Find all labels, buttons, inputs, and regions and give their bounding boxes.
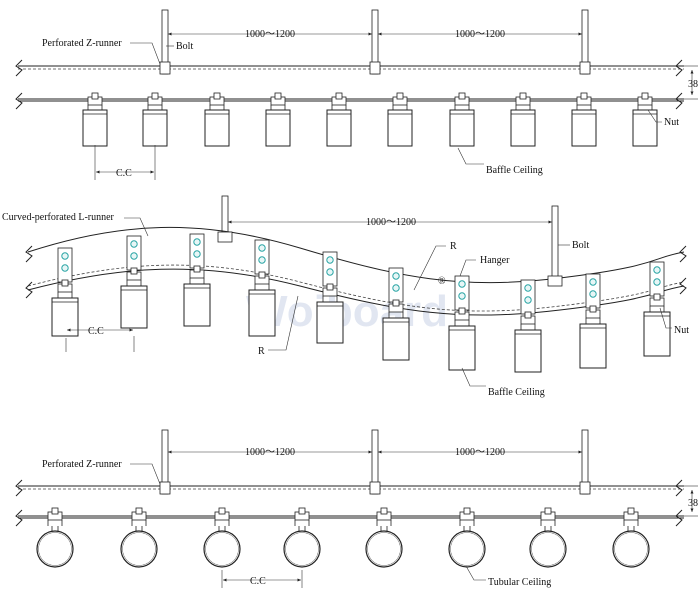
span-dimension: 1000～1200	[366, 217, 416, 228]
span-dimension-2: 1000～1200	[455, 29, 505, 40]
baffle-panel	[632, 92, 658, 147]
baffle-panel	[510, 92, 536, 147]
cc-dimension: C.C	[88, 326, 104, 337]
span-dimension-1: 1000～1200	[245, 447, 295, 458]
tube-section	[529, 507, 567, 568]
ceiling-label: Tubular Ceiling	[488, 577, 551, 588]
tube-section	[203, 507, 241, 568]
cc-dimension: C.C	[116, 168, 132, 179]
baffle-panel	[51, 247, 79, 337]
nut-label: Nut	[664, 117, 679, 128]
baffle-panel	[183, 233, 211, 327]
tube-section	[448, 507, 486, 568]
baffle-panel	[204, 92, 230, 147]
baffle-panel	[265, 92, 291, 147]
watermark-registered-mark: ®	[438, 276, 446, 287]
baffle-panels-row-1	[82, 92, 658, 147]
runner-label: Perforated Z-runner	[42, 38, 122, 49]
radius-label-top: R	[450, 241, 457, 252]
bolt-label: Bolt	[176, 41, 193, 52]
baffle-panel	[316, 251, 344, 344]
cc-dimension: C.C	[250, 576, 266, 587]
section-3-tubular-ceiling: 1000～1200 1000～1200 38 Perforated Z-runn…	[15, 429, 698, 588]
section-1-baffle-z-runner: 1000～1200 1000～1200 38 Perforated Z-runn…	[15, 9, 698, 180]
height-dimension: 38	[688, 498, 698, 509]
baffle-panel	[643, 261, 671, 357]
span-dimension-1: 1000～1200	[245, 29, 295, 40]
height-dimension: 38	[688, 79, 698, 90]
baffle-panel	[120, 235, 148, 329]
span-dimension-2: 1000～1200	[455, 447, 505, 458]
baffle-panel	[514, 279, 542, 373]
baffle-panel	[82, 92, 108, 147]
baffle-panels-row-2	[51, 231, 671, 373]
tube-section	[36, 507, 74, 568]
runner-label: Perforated Z-runner	[42, 459, 122, 470]
baffle-panel	[448, 275, 476, 371]
baffle-panel	[571, 92, 597, 147]
baffle-panel	[142, 92, 168, 147]
baffle-panel	[248, 239, 276, 337]
baffle-panel	[579, 273, 607, 369]
ceiling-label: Baffle Ceiling	[486, 165, 543, 176]
ceiling-label: Baffle Ceiling	[488, 387, 545, 398]
baffle-panel	[382, 267, 410, 361]
tubular-ceiling-row	[36, 507, 650, 568]
tube-section	[120, 507, 158, 568]
baffle-panel	[326, 92, 352, 147]
runner-label: Curved-perforated L-runner	[2, 212, 115, 223]
hanger-label: Hanger	[480, 255, 510, 266]
bolt-nut	[217, 231, 233, 243]
tube-section	[283, 507, 321, 568]
watermark-text: Woiboard	[246, 287, 448, 336]
tube-section	[365, 507, 403, 568]
bolt-rods	[159, 9, 591, 75]
bolt-label: Bolt	[572, 240, 589, 251]
radius-label-bottom: R	[258, 346, 265, 357]
tube-section	[612, 507, 650, 568]
bolt-nut	[547, 275, 563, 287]
nut-label: Nut	[674, 325, 689, 336]
baffle-panel	[449, 92, 475, 147]
baffle-panel	[387, 92, 413, 147]
section-2-curved-baffle: 1000～1200 Curved-perforated L-runner Bol…	[2, 195, 689, 398]
